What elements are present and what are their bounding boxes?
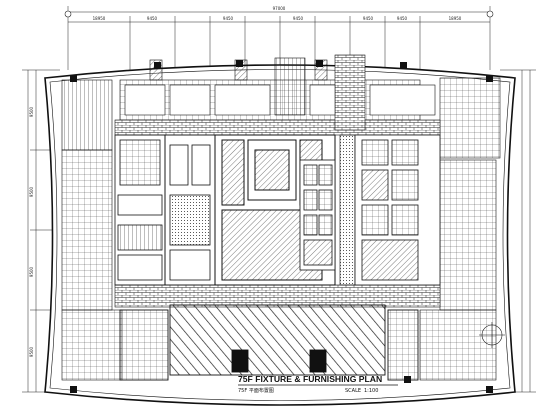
lift-cores: [299, 159, 336, 271]
south-hatched-zone: [119, 304, 419, 381]
top-dimension-lines: [67, 6, 491, 70]
drawing-subtitle: 75F 平面布置图: [238, 387, 274, 394]
scale-value: 1:100: [364, 388, 378, 394]
dim-left-4: 9500: [29, 346, 34, 357]
upper-rooms: [124, 57, 436, 116]
title-block: 75F FIXTURE & FURNISHING PLAN 75F 平面布置图 …: [238, 374, 398, 394]
corridor-brick-paving: [114, 54, 441, 308]
dim-left-1: 9500: [29, 106, 34, 117]
core-left: [114, 134, 216, 286]
grid-bubbles-top: [64, 10, 494, 18]
dim-4: 9450: [293, 16, 304, 21]
dim-left-3: 9500: [29, 266, 34, 277]
scale-label: SCALE: [345, 388, 361, 394]
drawing-title: 75F FIXTURE & FURNISHING PLAN: [238, 374, 382, 384]
structural-columns: [70, 60, 493, 393]
dim-3: 9450: [223, 16, 234, 21]
dim-left-2: 9500: [29, 186, 34, 197]
compass-symbol: [479, 322, 505, 348]
dim-1: 18950: [93, 16, 106, 21]
dim-6: 9450: [397, 16, 408, 21]
left-dimension-text: 9500 9500 9500 9500: [29, 106, 34, 357]
dim-5: 9450: [363, 16, 374, 21]
dim-7: 18950: [449, 16, 462, 21]
core-right: [354, 134, 441, 286]
dim-2: 9450: [147, 16, 158, 21]
top-dimension-text: 97000 18950 9450 9450 9450 9450 9450 189…: [93, 6, 462, 21]
dim-overall: 97000: [273, 6, 286, 11]
